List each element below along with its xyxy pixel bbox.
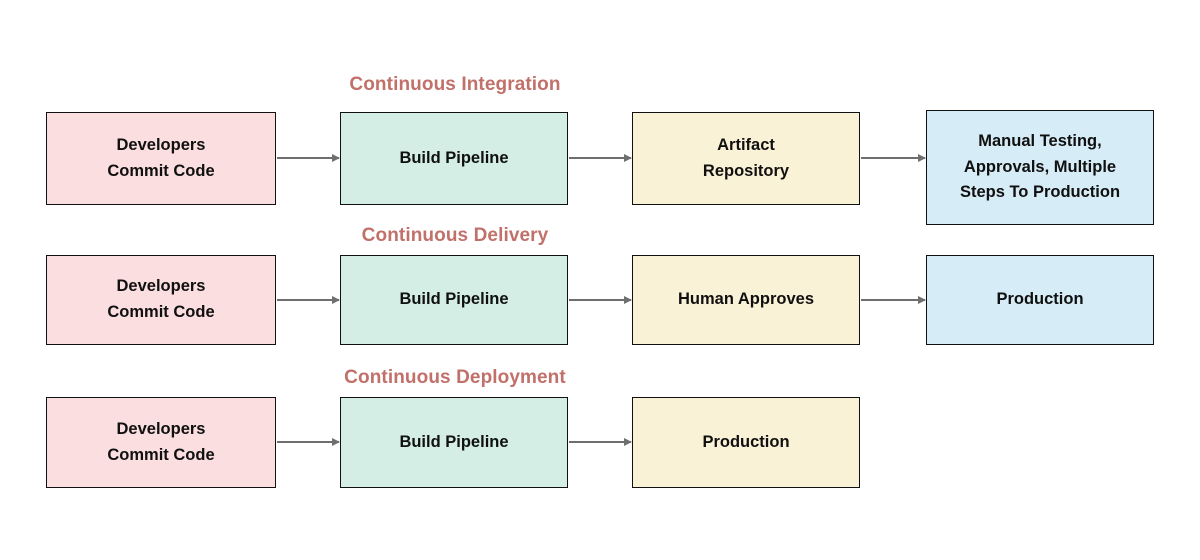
- node-label-line: Steps To Production: [959, 183, 1121, 202]
- node-cd-developers-commit-code[interactable]: Developers Commit Code: [46, 255, 276, 345]
- node-ci-artifact-repository[interactable]: Artifact Repository: [632, 112, 860, 205]
- node-ci-manual-testing[interactable]: Manual Testing, Approvals, Multiple Step…: [926, 110, 1154, 225]
- node-cdp-build-pipeline[interactable]: Build Pipeline: [340, 397, 568, 488]
- node-cd-human-approves[interactable]: Human Approves: [632, 255, 860, 345]
- arrow-cd-approve-to-production: [861, 299, 925, 301]
- row-title-continuous-integration: Continuous Integration: [349, 74, 561, 95]
- row-title-continuous-delivery: Continuous Delivery: [361, 225, 549, 246]
- node-cd-build-pipeline[interactable]: Build Pipeline: [340, 255, 568, 345]
- arrow-ci-build-to-artifact: [569, 157, 631, 159]
- node-label-line: Build Pipeline: [399, 290, 509, 309]
- arrow-ci-commit-to-build: [277, 157, 339, 159]
- arrow-cdp-commit-to-build: [277, 441, 339, 443]
- node-label-line: Developers: [116, 277, 206, 296]
- node-label-line: Artifact: [717, 135, 775, 154]
- node-label-line: Production: [702, 432, 790, 451]
- arrow-ci-artifact-to-manual: [861, 157, 925, 159]
- node-cdp-production[interactable]: Production: [632, 397, 860, 488]
- node-label-line: Production: [996, 290, 1084, 309]
- node-label-line: Build Pipeline: [399, 432, 509, 451]
- row-title-continuous-deployment: Continuous Deployment: [344, 367, 566, 388]
- arrow-cd-build-to-approve: [569, 299, 631, 301]
- node-label-line: Approvals, Multiple: [963, 157, 1117, 176]
- node-label-line: Developers: [116, 135, 206, 154]
- node-label-line: Build Pipeline: [399, 148, 509, 167]
- node-cdp-developers-commit-code[interactable]: Developers Commit Code: [46, 397, 276, 488]
- node-label-line: Repository: [702, 161, 790, 180]
- node-label-line: Commit Code: [107, 161, 215, 180]
- node-label-line: Manual Testing,: [978, 132, 1102, 151]
- node-cd-production[interactable]: Production: [926, 255, 1154, 345]
- node-label-line: Human Approves: [678, 290, 814, 309]
- arrow-cd-commit-to-build: [277, 299, 339, 301]
- node-label-line: Commit Code: [107, 445, 215, 464]
- node-label-line: Commit Code: [107, 303, 215, 321]
- node-ci-build-pipeline[interactable]: Build Pipeline: [340, 112, 568, 205]
- node-ci-developers-commit-code[interactable]: Developers Commit Code: [46, 112, 276, 205]
- node-label-line: Developers: [116, 419, 206, 438]
- arrow-cdp-build-to-production: [569, 441, 631, 443]
